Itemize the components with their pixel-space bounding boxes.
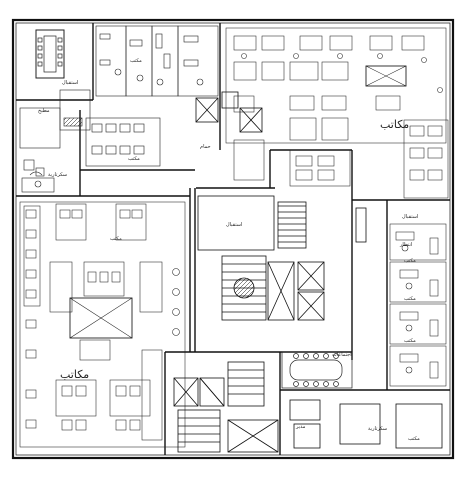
label-office-7: مكتب <box>110 236 122 242</box>
nw-service <box>19 89 91 193</box>
interior-walls <box>16 23 450 455</box>
workstations-ne <box>225 27 447 181</box>
label-office-2: مكتب <box>404 338 416 344</box>
meeting-room-south <box>281 351 353 389</box>
se-offices <box>389 223 447 387</box>
label-manager: مدير <box>295 424 306 430</box>
workstations-east <box>289 119 449 199</box>
label-reception-east: استقبال <box>402 214 418 220</box>
south-core <box>173 361 443 453</box>
label-office-5: مكتب <box>130 58 142 64</box>
label-office-3: مكتب <box>404 258 416 264</box>
label-office-4: مكتب <box>128 156 140 162</box>
label-secretary-se: سكرتارية <box>368 426 387 432</box>
label-secretary-nw: سكرتارية <box>48 172 67 178</box>
outer-walls <box>11 18 455 460</box>
workstations-sw <box>19 201 186 448</box>
label-wc: حمام <box>200 144 211 150</box>
workstations-nw-center <box>85 117 161 167</box>
nw-offices <box>95 25 219 97</box>
label-office-1: مكتب <box>404 296 416 302</box>
label-waiting: انتظار <box>399 242 412 248</box>
meeting-room-nw <box>35 29 65 79</box>
label-kitchen: مطبخ <box>38 108 50 114</box>
label-reception-nw: استقبال <box>62 80 78 86</box>
label-meetings: اجتماعات <box>332 352 352 358</box>
label-offices-sw: مكاتب <box>60 368 89 381</box>
central-core <box>197 195 367 321</box>
meeting-chairs-nw <box>37 37 63 67</box>
label-offices-ne: مكاتب <box>380 118 409 131</box>
label-office-6: مكتب <box>408 436 420 442</box>
label-reception-center: استقبال <box>226 222 242 228</box>
